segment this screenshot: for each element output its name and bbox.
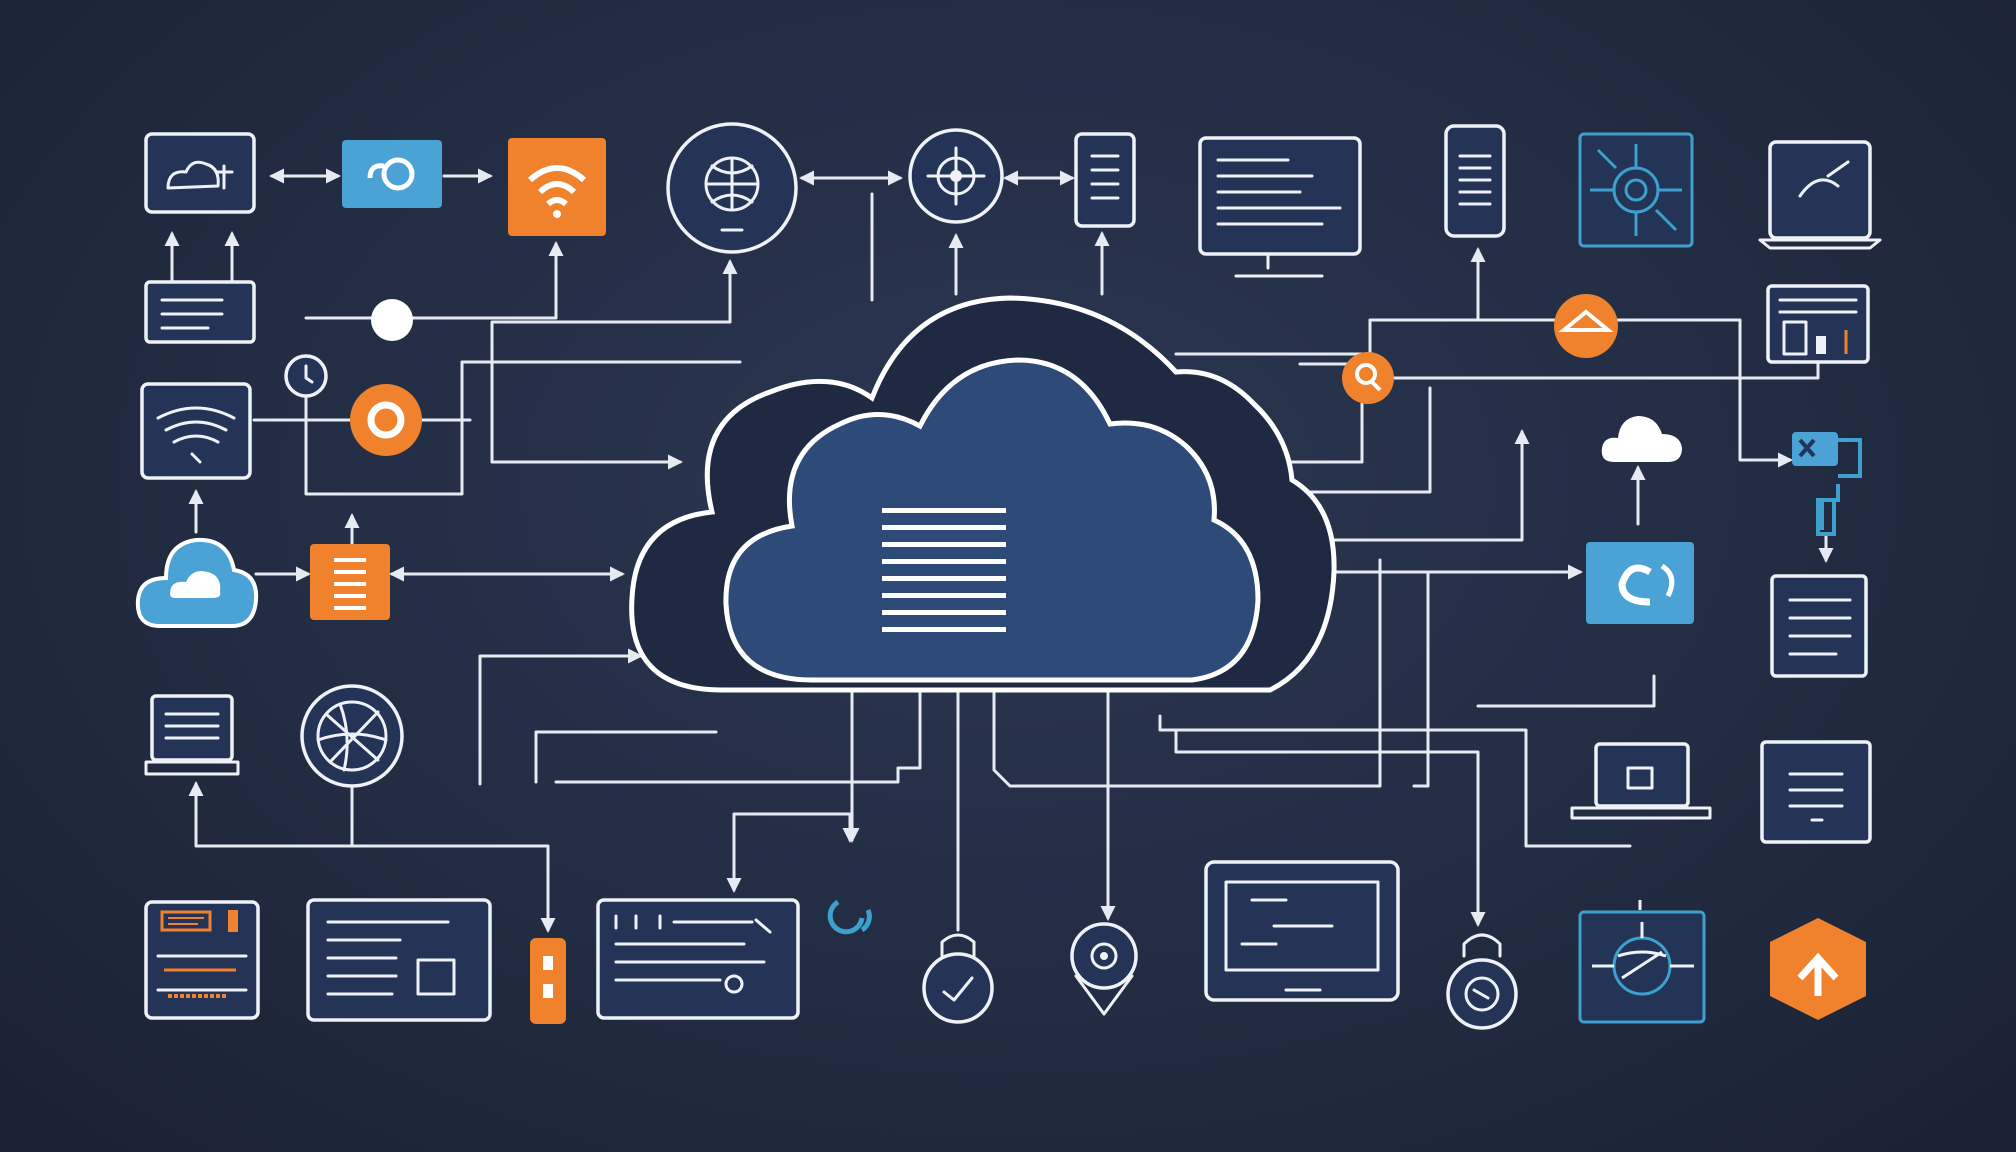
chat-bubble-icon[interactable]: [1554, 294, 1618, 358]
cloud-front-shape: [723, 357, 1261, 683]
doc-line: [882, 508, 1006, 513]
cloud-monitor-icon[interactable]: [144, 132, 256, 214]
left-column: [135, 280, 260, 1020]
document-list-icon[interactable]: [1760, 740, 1872, 844]
target-gear-icon[interactable]: [908, 128, 1004, 224]
tablet-screen-icon[interactable]: [1204, 860, 1400, 1002]
doc-line: [882, 576, 1006, 581]
connector-drop-6: [1158, 714, 1632, 848]
connector-right-5: [1310, 429, 1530, 542]
doc-line: [882, 610, 1006, 615]
connector-right-4: [1250, 386, 1432, 494]
connector-wifi-down: [304, 241, 564, 320]
connector-code-up: [726, 812, 858, 893]
connector-lines: [164, 168, 1834, 933]
connector-left-loop: [304, 360, 742, 496]
document-badge-icon[interactable]: [310, 544, 390, 620]
cloud-key-icon[interactable]: [342, 140, 442, 208]
wifi-signal-monitor-icon[interactable]: [140, 382, 252, 480]
webcam-icon[interactable]: [1070, 922, 1138, 1016]
server-rack-icon[interactable]: [1766, 284, 1870, 364]
laptop-small-icon[interactable]: [1570, 742, 1712, 820]
laptop-icon[interactable]: [144, 694, 240, 776]
padlock-gauge-icon[interactable]: [1446, 933, 1518, 1030]
search-icon[interactable]: [1342, 352, 1394, 404]
battery-icon[interactable]: [530, 938, 566, 1024]
laptop-link-icon[interactable]: [1758, 140, 1882, 250]
dashboard-icon[interactable]: [306, 898, 492, 1022]
bottom-row: [306, 860, 1706, 1030]
connector-drop-4: [992, 558, 1382, 788]
connector-laptop-down: [188, 781, 556, 933]
hexagon-upload-icon[interactable]: [1770, 918, 1866, 1020]
doc-line: [882, 627, 1006, 632]
node-dot-icon[interactable]: [371, 299, 413, 341]
connector-right-3: [1268, 374, 1364, 464]
code-editor-icon[interactable]: [596, 898, 800, 1020]
router-icon[interactable]: [144, 280, 256, 344]
doc-line: [882, 559, 1006, 564]
central-cloud: [629, 295, 1337, 693]
doc-line: [882, 593, 1006, 598]
connector-mid-left-2: [534, 730, 718, 784]
connector-mid-left-1: [478, 648, 643, 786]
doc-line: [882, 525, 1006, 530]
record-button-icon[interactable]: [350, 384, 422, 456]
padlock-check-icon[interactable]: [922, 933, 994, 1024]
wifi-icon[interactable]: [508, 138, 606, 236]
connector-drop-2: [554, 688, 922, 784]
top-row: [144, 122, 1882, 278]
usb-plug-icon[interactable]: [1792, 432, 1862, 536]
cloud-icon[interactable]: [135, 537, 259, 628]
server-list-icon[interactable]: [144, 900, 260, 1020]
desktop-monitor-icon[interactable]: [1198, 136, 1362, 278]
right-column: [1760, 284, 1872, 1020]
connector-right-7: [1174, 728, 1486, 927]
phone-document-icon[interactable]: [1074, 132, 1136, 228]
inner-nodes: [284, 294, 1712, 820]
antenna-marks: [352, 232, 436, 254]
cloud-document-icon: [882, 508, 1006, 632]
connector-globe-down: [490, 259, 738, 470]
refresh-icon[interactable]: [827, 899, 872, 935]
connector-right-8: [1476, 674, 1656, 708]
cloud-small-icon[interactable]: [1601, 416, 1682, 462]
globe-gear-icon[interactable]: [666, 122, 798, 254]
smartphone-icon[interactable]: [1444, 124, 1506, 238]
connector-drop-7: [1412, 570, 1430, 788]
circuit-target-icon[interactable]: [1578, 132, 1694, 248]
clock-icon[interactable]: [284, 354, 328, 398]
connector-right-2: [1378, 360, 1820, 380]
document-icon[interactable]: [1770, 574, 1868, 678]
network-globe-icon[interactable]: [300, 684, 404, 788]
cloud-sync-icon[interactable]: [1586, 542, 1694, 624]
circuit-globe-icon[interactable]: [1578, 900, 1706, 1024]
doc-line: [882, 542, 1006, 547]
